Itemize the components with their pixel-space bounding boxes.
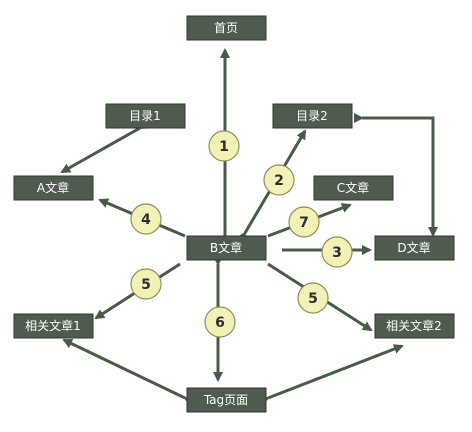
node-dir2-label: 目录2 <box>296 109 328 123</box>
step-badge-2-label: 2 <box>274 173 284 189</box>
step-badge-6-label: 6 <box>215 315 225 331</box>
node-related2[interactable]: 相关文章2 <box>374 313 455 339</box>
node-related2-label: 相关文章2 <box>386 318 442 333</box>
edge-tag-related1 <box>62 338 195 406</box>
node-home[interactable]: 首页 <box>186 15 267 41</box>
step-badge-5-right-label: 5 <box>308 291 318 307</box>
step-badge-1-label: 1 <box>219 139 229 155</box>
step-badge-5-left-label: 5 <box>141 277 151 293</box>
edge-dir1-a <box>60 119 150 174</box>
step-badge-3: 3 <box>321 236 353 268</box>
step-badge-4-label: 4 <box>141 212 151 228</box>
node-dir2[interactable]: 目录2 <box>272 103 353 129</box>
edge-tag-related2 <box>258 344 404 406</box>
node-c-article-label: C文章 <box>337 180 369 195</box>
node-b-article-label: B文章 <box>210 240 242 255</box>
step-badge-5-left: 5 <box>130 268 162 300</box>
step-badge-6: 6 <box>204 306 236 338</box>
node-d-article-label: D文章 <box>397 240 430 255</box>
step-badge-5-right: 5 <box>297 282 329 314</box>
step-badge-3-label: 3 <box>332 245 342 261</box>
step-badge-7: 7 <box>288 206 320 238</box>
node-b-article[interactable]: B文章 <box>186 235 267 261</box>
node-a-article-label: A文章 <box>37 180 69 195</box>
step-badge-1: 1 <box>208 130 240 162</box>
step-badge-7-label: 7 <box>299 215 309 231</box>
node-dir1-label: 目录1 <box>129 109 161 123</box>
edge-dir2-d <box>354 113 438 237</box>
node-related1[interactable]: 相关文章1 <box>13 313 94 339</box>
node-dir1[interactable]: 目录1 <box>105 103 186 129</box>
node-d-article[interactable]: D文章 <box>374 235 455 261</box>
edges <box>60 48 438 406</box>
node-home-label: 首页 <box>214 21 238 35</box>
step-badge-2: 2 <box>263 164 295 196</box>
step-badge-4: 4 <box>130 203 162 235</box>
node-tag-page-label: Tag页面 <box>203 393 248 407</box>
node-c-article[interactable]: C文章 <box>313 175 394 201</box>
node-related1-label: 相关文章1 <box>25 318 81 333</box>
node-tag-page[interactable]: Tag页面 <box>186 387 267 413</box>
node-a-article[interactable]: A文章 <box>13 175 94 201</box>
